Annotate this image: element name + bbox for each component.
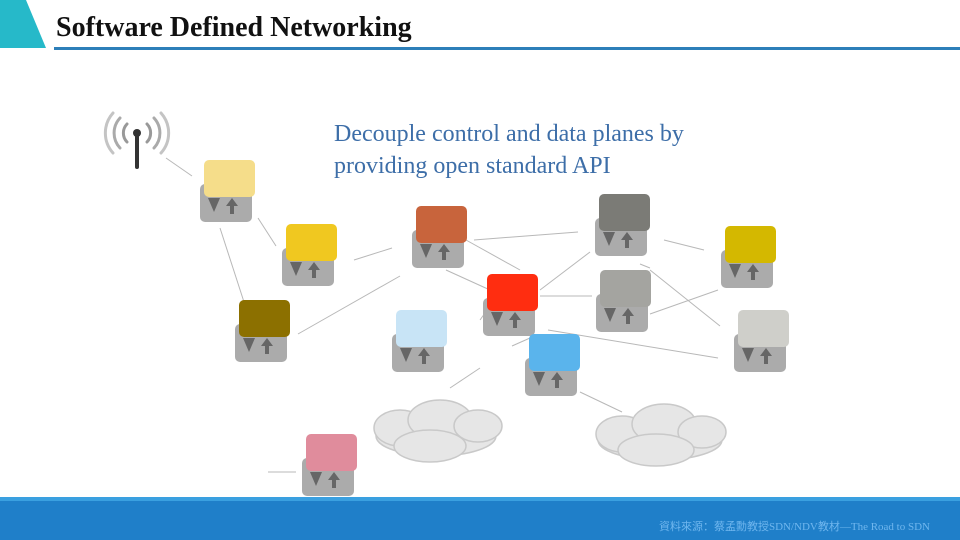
network-switch-icon [392,310,447,372]
switch-controller-block [738,310,789,347]
network-switch-icon [595,194,650,256]
switch-controller-block [416,206,467,243]
network-switch-icon [525,334,580,396]
footer-bar [0,497,960,540]
page-title: Software Defined Networking [56,12,412,43]
cloud-icon [373,399,503,463]
network-switch-icon [721,226,776,288]
title-underline [54,47,960,50]
cloud-icon [595,403,727,467]
network-switch-icon [235,300,290,362]
subtitle-line-1: Decouple control and data planes by [334,121,684,147]
switch-controller-block [529,334,580,371]
switch-controller-block [600,270,651,307]
network-switch-icon [412,206,467,268]
source-citation: 資料來源：蔡孟勳教授SDN/NDV教材—The Road to SDN [658,521,930,533]
network-switch-icon [734,310,789,372]
wireless-antenna-icon [103,111,171,169]
switch-controller-block [725,226,776,263]
footer-accent-stripe [0,497,960,501]
switch-controller-block [204,160,255,197]
switch-controller-block [286,224,337,261]
subtitle: Decouple control and data planes by prov… [334,118,774,182]
switch-controller-block [396,310,447,347]
network-links [165,157,721,473]
switch-controller-block [487,274,538,311]
switch-controller-block [599,194,650,231]
network-switch-icon [302,434,357,496]
subtitle-line-2: providing open standard API [334,153,611,179]
network-switch-icon [483,274,538,336]
network-switch-icon [282,224,337,286]
network-switch-icon [200,160,255,222]
switch-controller-block [239,300,290,337]
network-switch-icon [596,270,651,332]
header-accent-tab [0,0,46,48]
switch-controller-block [306,434,357,471]
